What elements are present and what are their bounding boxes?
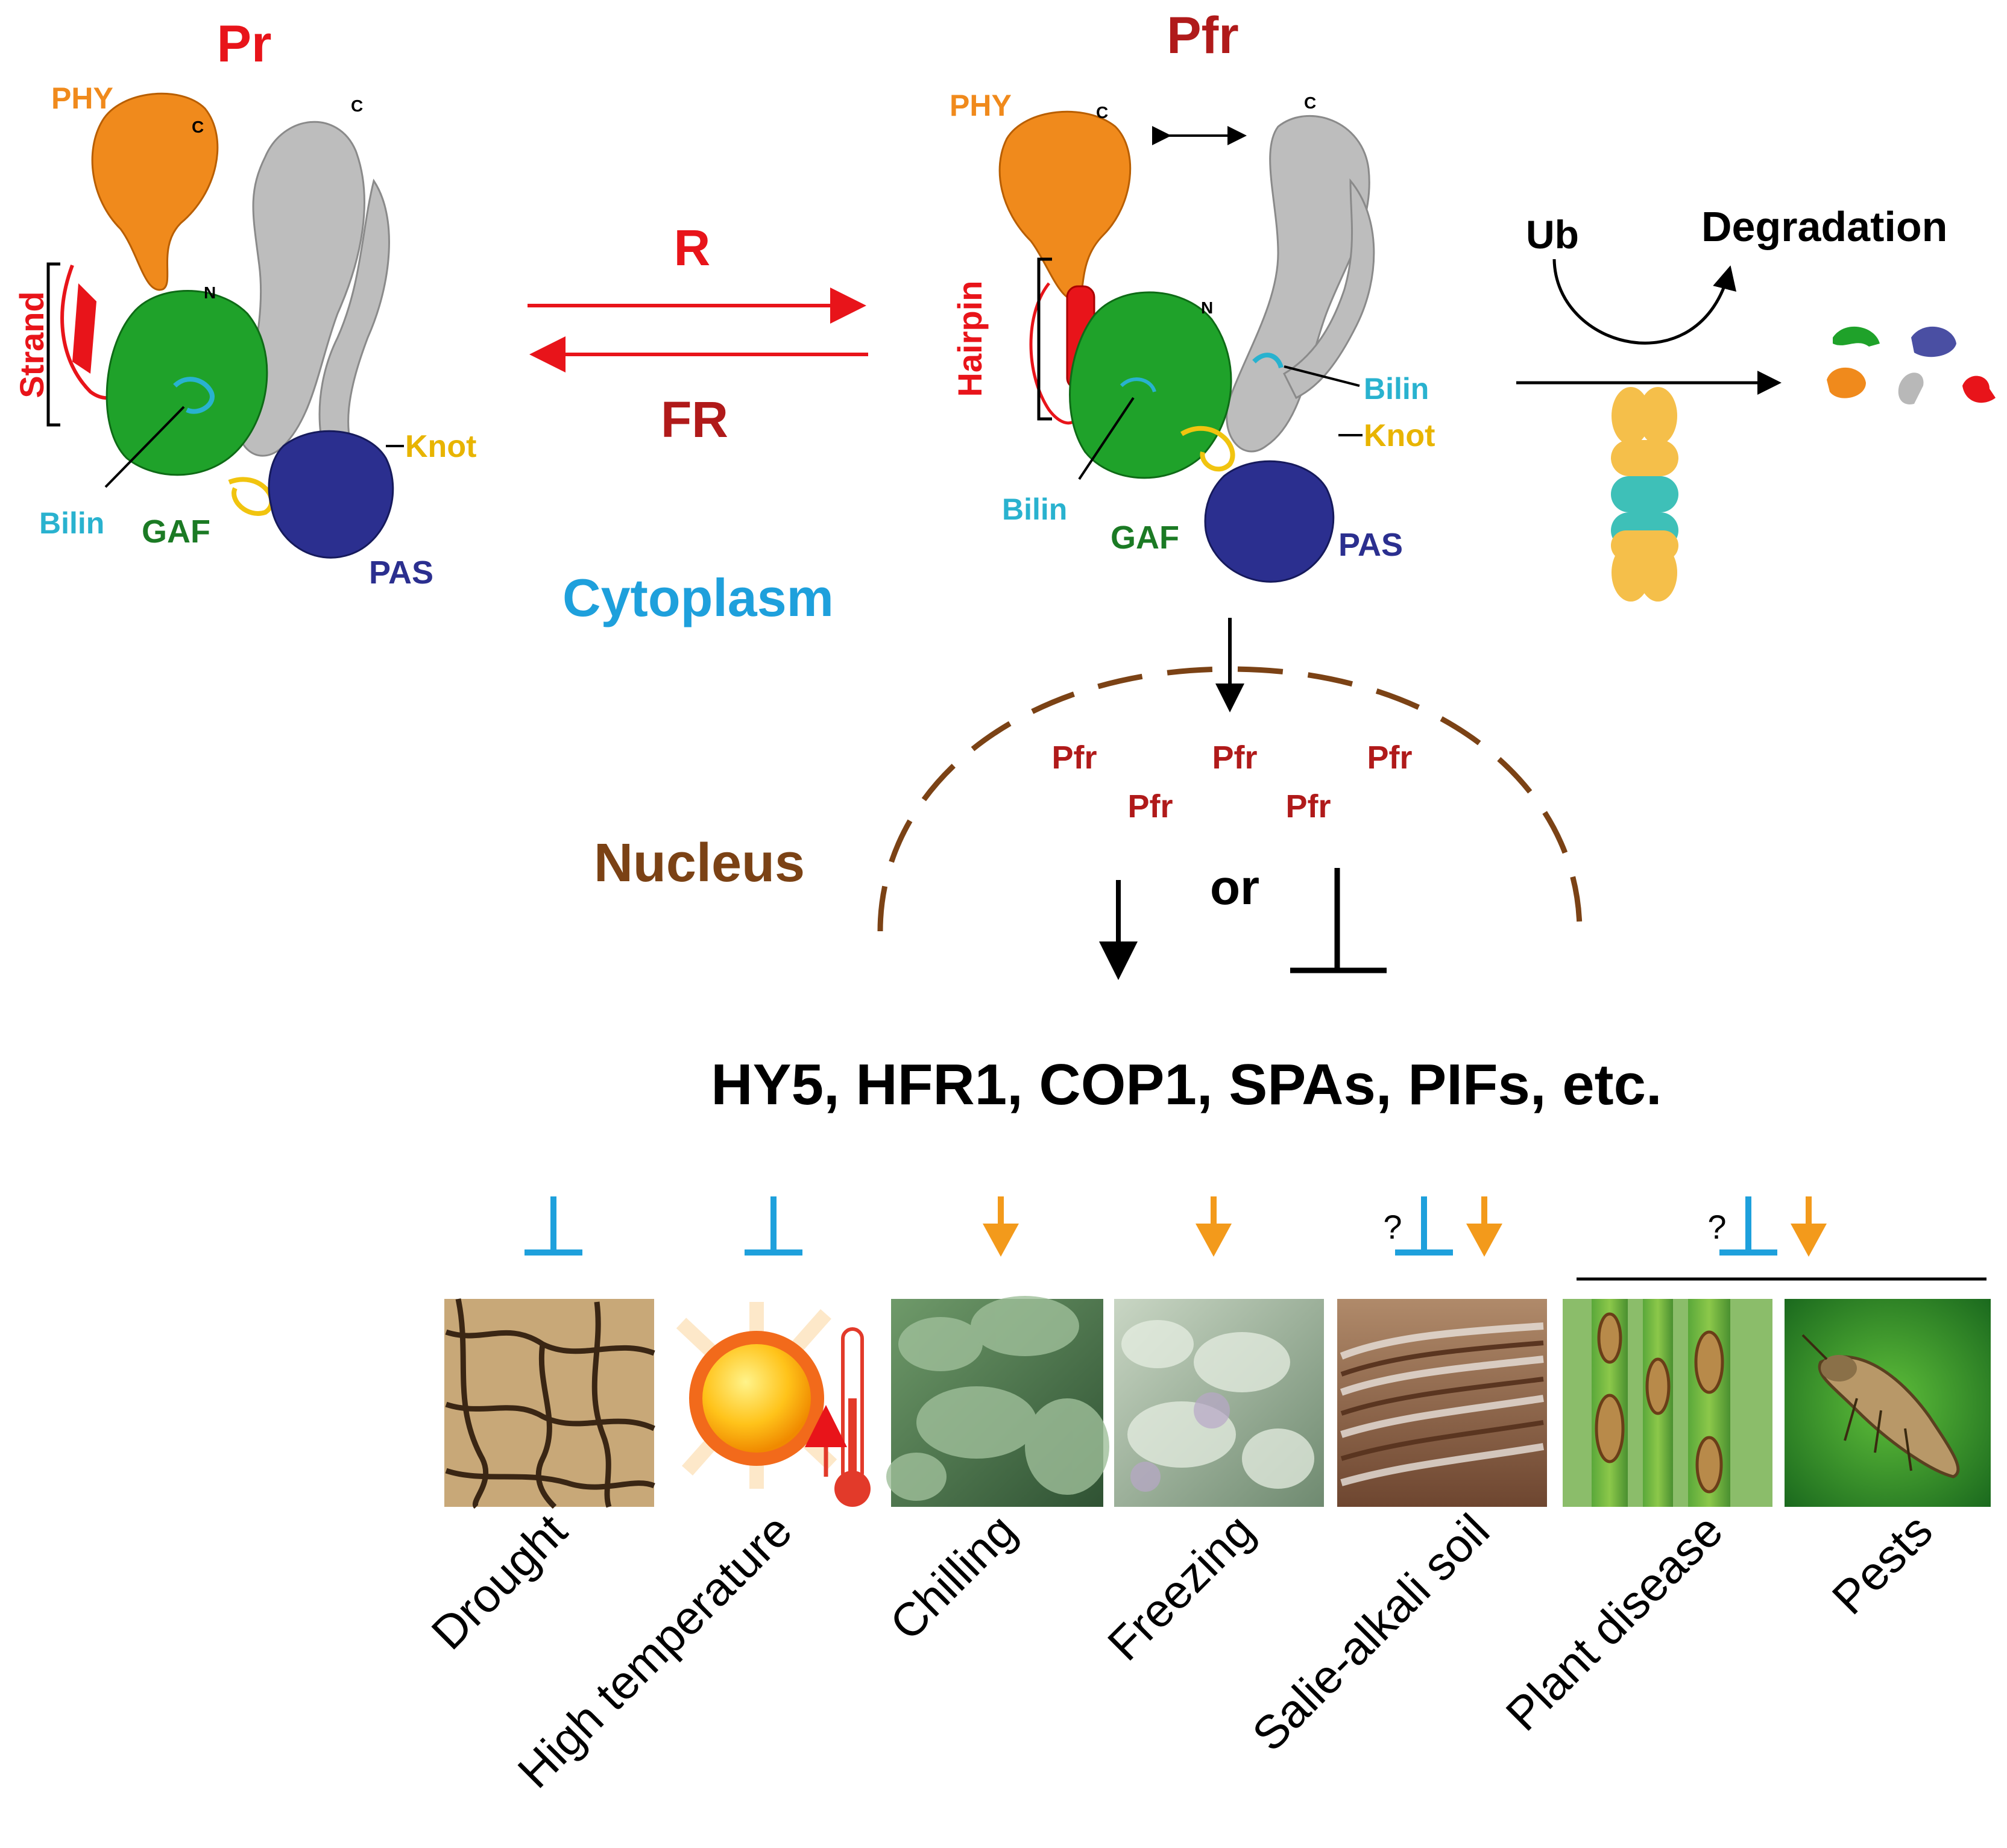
pests-image	[1785, 1299, 1991, 1507]
insect-icon	[1801, 1334, 1960, 1479]
pr-c-label-2: C	[351, 96, 363, 115]
pfr-knot-loop	[1180, 426, 1235, 472]
pr-bilin-chromophore	[173, 377, 215, 414]
pr-title: Pr	[217, 15, 272, 73]
stress-label-chilling: Chilling	[880, 1504, 1026, 1650]
freezing-image	[1114, 1299, 1324, 1507]
fr-label: FR	[661, 391, 728, 448]
pfr-bilin-left-label: Bilin	[1002, 492, 1067, 526]
nuclear-pfr-2: Pfr	[1212, 740, 1257, 776]
pr-pas-domain	[268, 430, 394, 559]
saline-alkali-inhibit-symbol	[1395, 1196, 1453, 1256]
pr-bilin-pointer	[104, 406, 185, 488]
pfr-gray-monomer	[1226, 115, 1375, 453]
pr-bilin-label: Bilin	[39, 506, 104, 540]
pfr-pas-domain	[1204, 460, 1335, 583]
stress-label-plant-disease: Plant disease	[1496, 1504, 1733, 1741]
pfr-c-label: C	[1096, 103, 1108, 122]
pfr-bilin-left-pointer	[1078, 397, 1135, 480]
biotic-promote-symbol	[1791, 1196, 1827, 1257]
drought-inhibit-symbol	[525, 1196, 582, 1256]
nuclear-pfr-4: Pfr	[1127, 788, 1173, 825]
saline-alkali-soil-image	[1337, 1299, 1547, 1507]
photoconversion-arrows: R FR	[528, 219, 868, 448]
nuclear-pfr-1: Pfr	[1051, 740, 1097, 776]
pfr-hairpin-label: Hairpin	[951, 281, 989, 397]
repression-symbol	[1290, 868, 1387, 973]
pr-c-label: C	[192, 118, 204, 136]
pfr-knot-label: Knot	[1364, 418, 1435, 453]
stress-label-freezing: Freezing	[1097, 1504, 1264, 1671]
pr-structure: Pr PHY C C N Strand	[13, 15, 476, 591]
pr-gray-monomer	[237, 121, 390, 483]
saline-alkali-promote-symbol	[1466, 1196, 1502, 1257]
degradation-label: Degradation	[1701, 203, 1947, 250]
pfr-bilin-chromophore	[1252, 353, 1284, 369]
nuclear-pfr-3: Pfr	[1367, 740, 1412, 776]
pr-strand-label: Strand	[13, 291, 51, 398]
pr-knot-label: Knot	[405, 429, 476, 464]
saline-alkali-question-mark: ?	[1383, 1208, 1402, 1246]
nucleus-region: Nucleus Pfr Pfr Pfr Pfr Pfr or	[594, 618, 1583, 980]
fragment-green-icon	[1833, 326, 1880, 347]
fragment-orange-icon	[1827, 367, 1866, 398]
chilling-promote-symbol	[983, 1196, 1019, 1257]
pr-n-label: N	[204, 283, 216, 302]
pr-gaf-domain	[106, 290, 268, 476]
ub-curved-arrow	[1552, 259, 1736, 345]
pr-strand-bracket	[46, 262, 60, 427]
chilling-image	[886, 1296, 1109, 1507]
nuclear-pfr-5: Pfr	[1285, 788, 1331, 825]
pr-phy-label: PHY	[51, 81, 113, 115]
drought-image	[444, 1298, 655, 1509]
pfr-phy-label: PHY	[950, 89, 1012, 122]
ub-label: Ub	[1526, 212, 1579, 257]
proteasome-icon	[1611, 387, 1678, 602]
biotic-inhibit-symbol	[1719, 1196, 1777, 1256]
pfr-c-label-2: C	[1304, 93, 1316, 112]
high-temperature-image	[663, 1299, 886, 1507]
pfr-bilin-right-pointer	[1284, 365, 1360, 387]
fragment-blue-icon	[1911, 326, 1956, 357]
fragment-gray-icon	[1898, 372, 1924, 404]
cytoplasm-label: Cytoplasm	[562, 568, 834, 627]
pr-phy-domain	[91, 92, 219, 291]
freezing-promote-symbol	[1196, 1196, 1232, 1257]
pr-knot-loop	[228, 477, 274, 516]
nucleus-label: Nucleus	[594, 833, 805, 893]
stress-label-pests: Pests	[1822, 1504, 1942, 1624]
pfr-phy-domain	[998, 110, 1132, 301]
pfr-bilin-chromophore-2	[1120, 377, 1156, 393]
high-temperature-inhibit-symbol	[745, 1196, 802, 1256]
biotic-question-mark: ?	[1707, 1208, 1726, 1246]
stress-label-saline-alkali-soil: Salie-alkali soil	[1242, 1504, 1499, 1761]
pr-gaf-label: GAF	[142, 514, 210, 550]
pfr-hairpin-bracket	[1037, 257, 1052, 421]
stress-effects: ??	[525, 1196, 1827, 1257]
fragment-red-icon	[1962, 376, 1996, 403]
pr-pas-label: PAS	[369, 555, 433, 591]
thermometer-icon	[834, 1327, 871, 1507]
pfr-bilin-right-label: Bilin	[1364, 372, 1429, 406]
pfr-title: Pfr	[1167, 7, 1238, 64]
pfr-structure: Pfr PHY C C N Hairpin	[950, 7, 1435, 583]
r-label: R	[674, 219, 711, 276]
plant-disease-image	[1563, 1299, 1772, 1507]
stress-labels: Drought High temperature Chilling Freezi…	[421, 1504, 1942, 1799]
regulators-list: HY5, HFR1, COP1, SPAs, PIFs, etc.	[711, 1052, 1662, 1117]
or-label: or	[1210, 860, 1259, 915]
pfr-n-label: N	[1201, 298, 1213, 317]
degradation-pathway: Ub Degradation	[1516, 203, 1996, 602]
pfr-pas-label: PAS	[1338, 527, 1403, 563]
pfr-gaf-label: GAF	[1111, 520, 1179, 556]
stress-label-drought: Drought	[421, 1504, 578, 1660]
